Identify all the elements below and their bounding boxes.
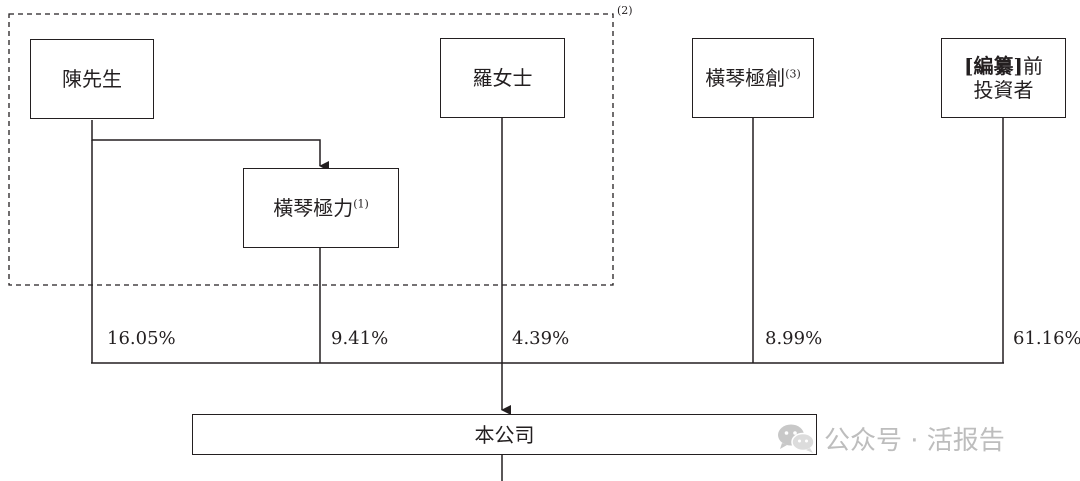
- node-investors-line2: 投資者: [973, 78, 1034, 102]
- node-investors-line1-rest: 前: [1022, 54, 1043, 78]
- node-chen-label: 陳先生: [62, 67, 122, 91]
- node-investors: [編纂]前 投資者: [941, 38, 1066, 118]
- group-dashed-boundary: [8, 13, 614, 286]
- wechat-icon: [776, 422, 816, 454]
- node-hengqin-jichuang: 橫琴極創(3): [692, 38, 814, 118]
- node-luo-label: 羅女士: [472, 66, 533, 90]
- watermark-text: 公众号 · 活报告: [824, 425, 1005, 456]
- watermark: 公众号 · 活报告: [776, 418, 1005, 458]
- node-chen: 陳先生: [30, 39, 154, 119]
- node-hengqin-lili-text: 橫琴極力: [273, 196, 354, 220]
- node-company: 本公司: [192, 414, 817, 455]
- pct-investors: 61.16%: [1013, 328, 1080, 349]
- node-hengqin-lili: 橫琴極力(1): [243, 168, 399, 248]
- pct-chen: 16.05%: [107, 328, 176, 349]
- node-luo: 羅女士: [440, 38, 565, 118]
- node-hengqin-lili-note: (1): [353, 197, 369, 211]
- node-investors-bracket: [編纂]: [964, 54, 1023, 78]
- group-note: (2): [617, 4, 633, 17]
- node-hengqin-lili-label: 橫琴極力(1): [273, 196, 369, 220]
- node-hengqin-jichuang-note: (3): [785, 67, 801, 81]
- chen-to-lili-line: [91, 120, 329, 171]
- node-hengqin-jichuang-text: 橫琴極創: [705, 66, 786, 90]
- node-investors-line1: [編纂]前: [964, 54, 1043, 78]
- pct-hengqin-jichuang: 8.99%: [765, 328, 823, 349]
- node-company-label: 本公司: [474, 422, 535, 447]
- pct-luo: 4.39%: [512, 328, 570, 349]
- pct-hengqin-lili: 9.41%: [331, 328, 389, 349]
- node-hengqin-jichuang-label: 橫琴極創(3): [705, 66, 801, 90]
